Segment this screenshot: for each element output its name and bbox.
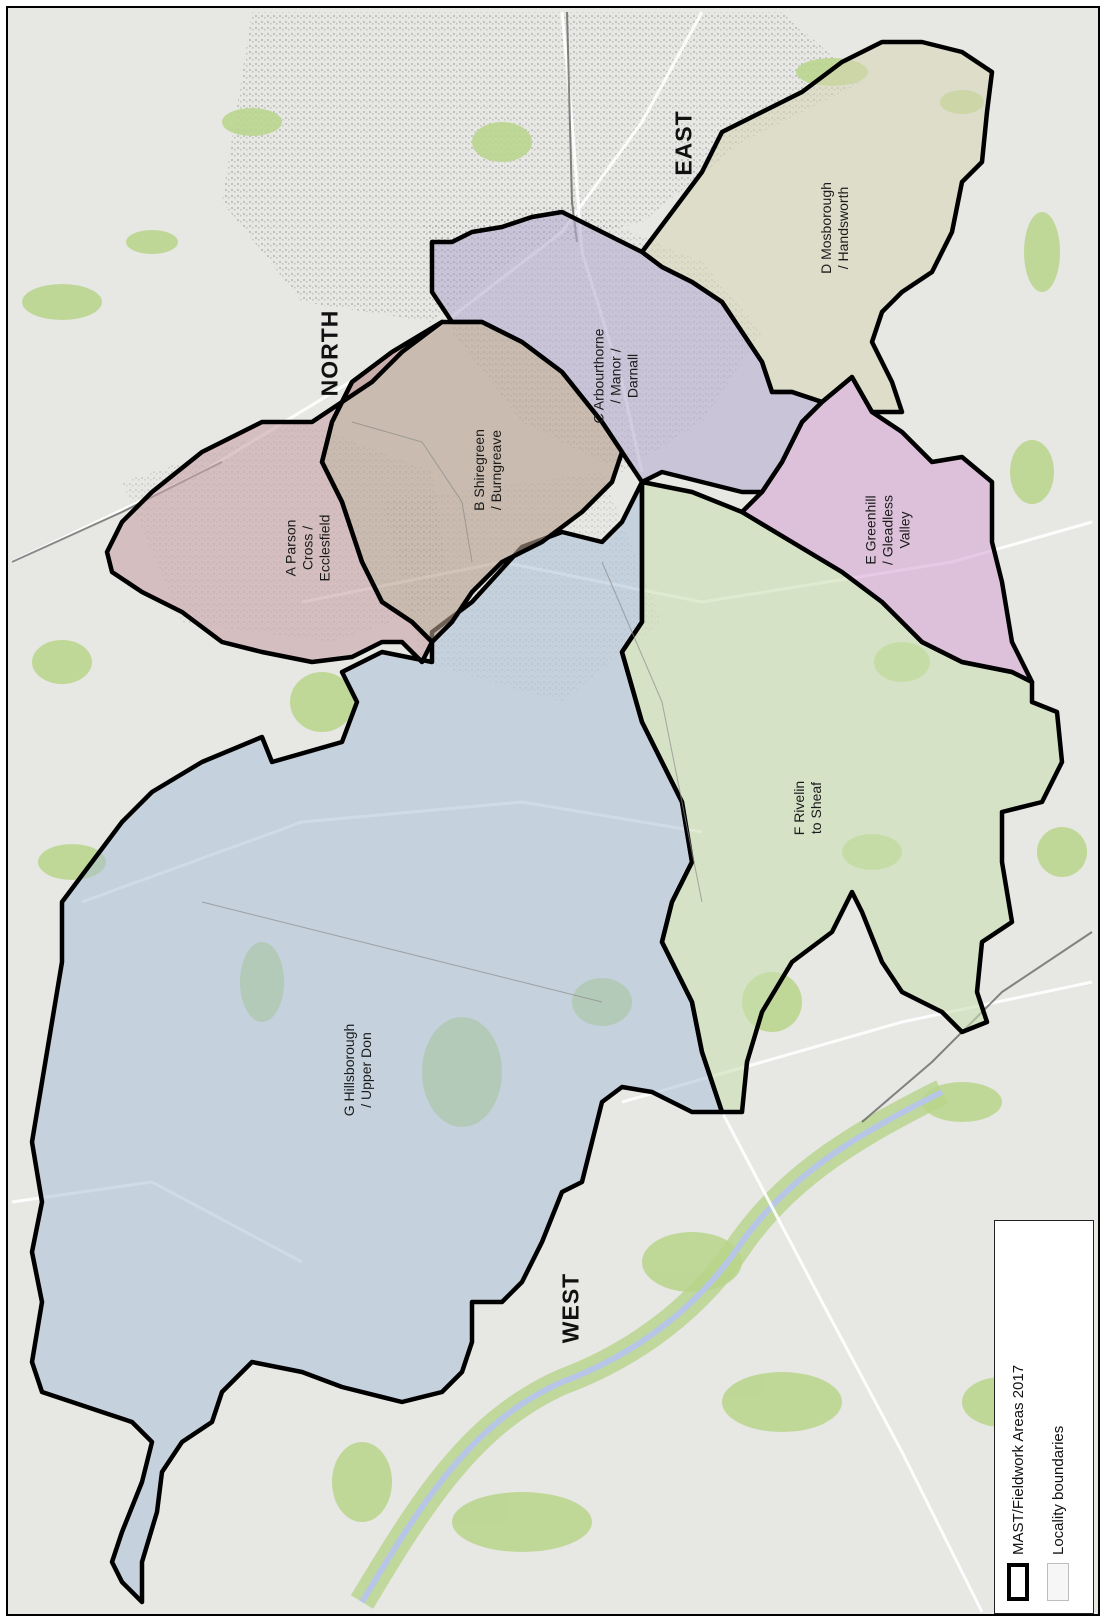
fieldwork-areas bbox=[29, 39, 1065, 1605]
legend-label: Locality boundaries bbox=[1049, 1425, 1067, 1555]
locality-boundaries bbox=[201, 421, 703, 1003]
area-label-e: E Greenhill / Gleadless Valley bbox=[862, 494, 913, 566]
direction-label-east: EAST bbox=[670, 110, 697, 176]
map-canvas[interactable] bbox=[8, 8, 1100, 1616]
area-label-f: F Rivelin to Sheaf bbox=[791, 780, 824, 836]
legend-label: MAST/Fieldwork Areas 2017 bbox=[1009, 1364, 1027, 1555]
urban-area bbox=[222, 12, 862, 322]
map-frame[interactable]: A Parson Cross / Ecclesfield B Shiregree… bbox=[6, 6, 1100, 1616]
legend-item-fieldwork-areas: MAST/Fieldwork Areas 2017 bbox=[1007, 1365, 1029, 1601]
area-a-polygon[interactable] bbox=[104, 319, 445, 665]
legend-item-locality-boundaries: Locality boundaries bbox=[1047, 1426, 1069, 1601]
area-label-d: D Mosborough / Handsworth bbox=[818, 182, 851, 274]
river bbox=[359, 1089, 944, 1604]
area-label-g: G Hillsborough / Upper Don bbox=[341, 1023, 374, 1117]
direction-label-west: WEST bbox=[557, 1272, 584, 1344]
area-g-polygon[interactable] bbox=[29, 479, 725, 1605]
area-label-c: C Arbourthorne / Manor / Darnall bbox=[590, 328, 641, 424]
legend-swatch-light-outline bbox=[1047, 1563, 1069, 1601]
direction-label-north: NORTH bbox=[316, 309, 343, 397]
area-label-b: B Shiregreen / Burngreave bbox=[471, 429, 504, 511]
legend: MAST/Fieldwork Areas 2017 Locality bound… bbox=[994, 1220, 1094, 1614]
legend-swatch-thick-outline bbox=[1007, 1563, 1029, 1601]
area-label-a: A Parson Cross / Ecclesfield bbox=[282, 514, 333, 582]
